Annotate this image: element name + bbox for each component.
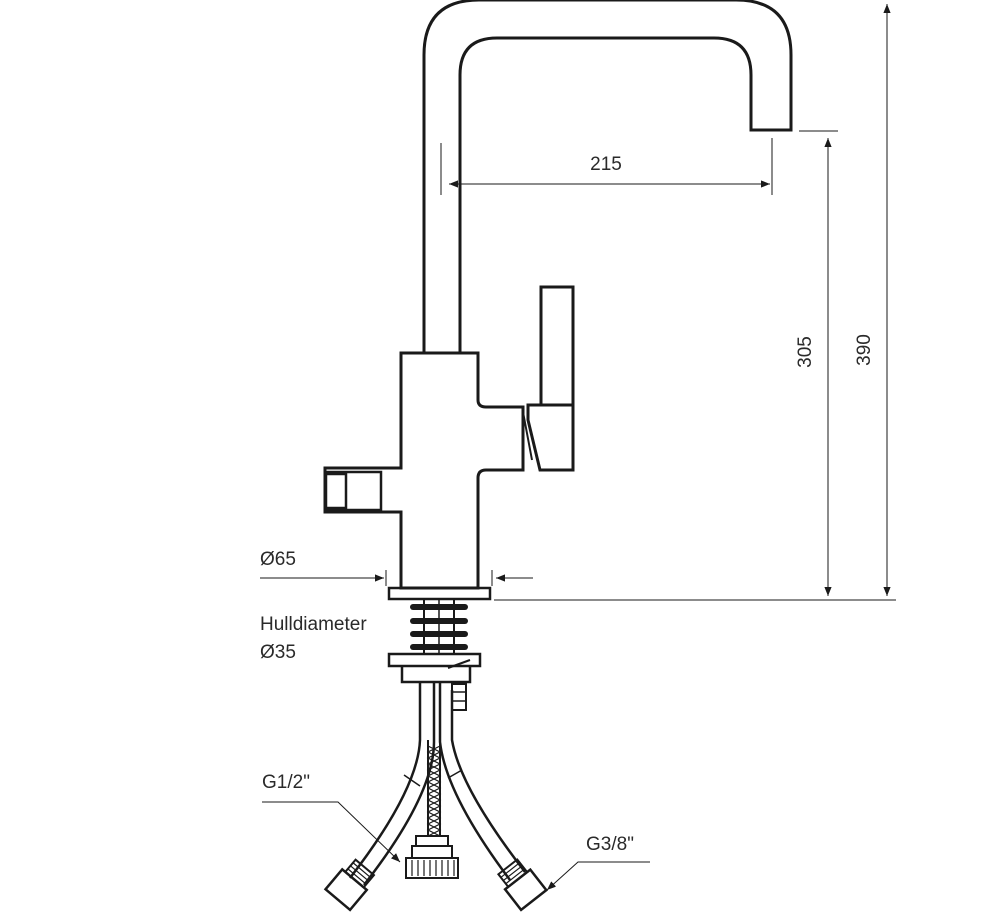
middle-connector [405,835,459,879]
hole-diameter-title: Hulldiameter [260,614,367,635]
base-diameter-dimension [260,570,533,586]
hot-cold-connection-label: G1/2" [262,772,310,793]
left-hose-fitting [323,858,376,912]
third-connection-label: G3/8" [586,834,634,855]
total-height-label: 390 [854,334,875,366]
supply-hoses [349,682,526,886]
reach-dimension [440,138,773,195]
base-plate [387,586,492,601]
height-dimensions [494,4,896,601]
hole-diameter-label: Ø35 [260,642,296,663]
base-diameter-label: Ø65 [260,549,296,570]
spout-height-label: 305 [795,336,816,368]
faucet-body [323,351,525,590]
right-hose-fitting [496,858,549,912]
spout [422,0,793,353]
connection-leaders [262,801,650,891]
reach-label: 215 [590,154,622,175]
lever-handle [522,285,575,472]
